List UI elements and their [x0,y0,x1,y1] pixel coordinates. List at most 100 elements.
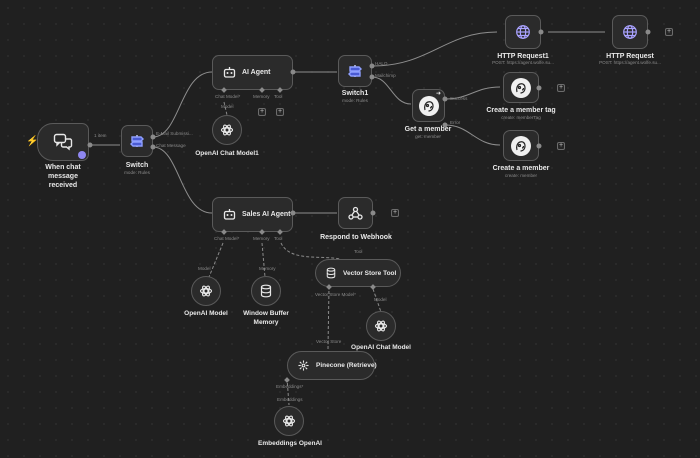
port-label: Memory [259,266,276,271]
add-tool-button[interactable]: + [276,108,284,116]
node-title: Switch [125,162,149,169]
node-title: OpenAI Chat Model [351,344,411,351]
output-handle[interactable] [369,74,375,80]
port-label: Vector Store [316,339,342,344]
node-title: Create a member [492,165,550,172]
output-label: Chat Message [156,143,186,148]
output-label: E-Mail Submissi... [156,131,193,136]
output-handle[interactable] [290,69,296,75]
node-label: Vector Store Tool [343,269,397,277]
mailchimp-icon [511,135,531,156]
port-label: Model [221,104,234,109]
trigger-bolt-icon: ⚡ [26,136,39,147]
node-openai-chat-model[interactable] [366,311,396,341]
webhook-icon [348,206,363,221]
node-title: Switch1 [341,90,369,97]
switch-icon [129,134,145,148]
output-label: Mailchimp [375,73,396,78]
edge-item-count: 1 item [94,133,107,138]
chat-bubbles-icon [53,133,73,151]
node-user-badge-icon [78,151,86,159]
node-http-request-1[interactable] [505,15,541,49]
node-caption: mode: Rules [342,98,368,103]
node-chat-trigger[interactable] [37,123,89,161]
node-title: Embeddings OpenAI [258,440,322,447]
add-next-node-button[interactable]: + [557,84,565,92]
output-handle[interactable] [442,122,448,128]
switch-icon [347,64,363,78]
node-label: Sales AI Agent [242,211,291,218]
output-handle[interactable] [442,96,448,102]
pinecone-icon [298,360,309,371]
node-label: Pinecone (Retrieve) [316,362,377,369]
robot-icon [223,66,236,79]
mailchimp-icon [511,77,531,98]
output-handle[interactable] [369,63,375,69]
globe-icon [622,24,638,40]
output-handle[interactable] [538,29,544,35]
output-label: HALO [375,61,388,66]
node-respond-to-webhook[interactable] [338,197,373,229]
port-label: Model [374,297,387,302]
output-handle[interactable] [150,144,156,150]
node-caption: mode: Rules [124,170,150,175]
node-create-member-tag[interactable] [503,72,539,103]
port-label: Tool [274,236,283,241]
node-caption: POST: https://agent.wolfe.su... [599,60,661,65]
node-sales-ai-agent[interactable]: Sales AI Agent [212,197,293,232]
output-handle[interactable] [536,143,542,149]
globe-icon [515,24,531,40]
output-handle[interactable] [370,210,376,216]
node-http-request[interactable] [612,15,648,49]
output-handle[interactable] [536,85,542,91]
node-title: Respond to Webhook [320,234,392,241]
port-label: Vector Store Model* [315,292,356,297]
node-caption: create: member [504,173,538,178]
database-icon [326,267,336,279]
add-next-node-button[interactable]: + [557,142,565,150]
node-create-member[interactable] [503,130,539,161]
port-label: Chat Model* [215,94,241,99]
node-openai-chat-model-1[interactable] [212,115,242,145]
node-title: Get a member [404,126,452,133]
node-embeddings-openai[interactable] [274,406,304,436]
node-title: When chat message received [45,164,81,189]
output-label: Error [450,120,461,125]
openai-icon [220,123,234,137]
openai-icon [374,319,388,333]
node-title: OpenAI Model [184,310,228,317]
node-caption: create: memberTag [501,115,541,120]
node-title: OpenAI Chat Model1 [195,150,259,157]
output-handle[interactable] [87,142,93,148]
add-next-node-button[interactable]: + [391,209,399,217]
node-title: HTTP Request [606,53,654,60]
port-label: Model [198,266,211,271]
robot-icon [223,208,236,221]
port-label: Memory [253,236,270,241]
node-vector-store-tool[interactable]: Vector Store Tool [315,259,401,287]
node-pinecone-retrieve[interactable]: Pinecone (Retrieve) [287,351,377,380]
node-label: AI Agent [242,69,271,76]
node-caption: get: member [415,134,441,139]
port-label: Memory [253,94,270,99]
port-label: Chat Model* [214,236,240,241]
port-label: Embeddings [277,397,303,402]
port-label: Tool [274,94,283,99]
node-ai-agent[interactable]: AI Agent [212,55,293,90]
output-handle[interactable] [290,210,296,216]
node-window-buffer-memory[interactable] [251,276,281,306]
add-next-node-button[interactable]: + [665,28,673,36]
node-openai-model[interactable] [191,276,221,306]
openai-icon [199,284,213,298]
node-switch-1[interactable] [338,55,372,87]
node-switch[interactable] [121,125,153,157]
output-label: Success [450,96,468,101]
node-title: HTTP Request1 [497,53,549,60]
node-title: Window Buffer Memory [243,310,289,326]
output-handle[interactable] [645,29,651,35]
node-get-member[interactable]: ➜ [412,89,445,122]
output-handle[interactable] [150,134,156,140]
add-memory-button[interactable]: + [258,108,266,116]
mailchimp-icon [418,95,439,116]
